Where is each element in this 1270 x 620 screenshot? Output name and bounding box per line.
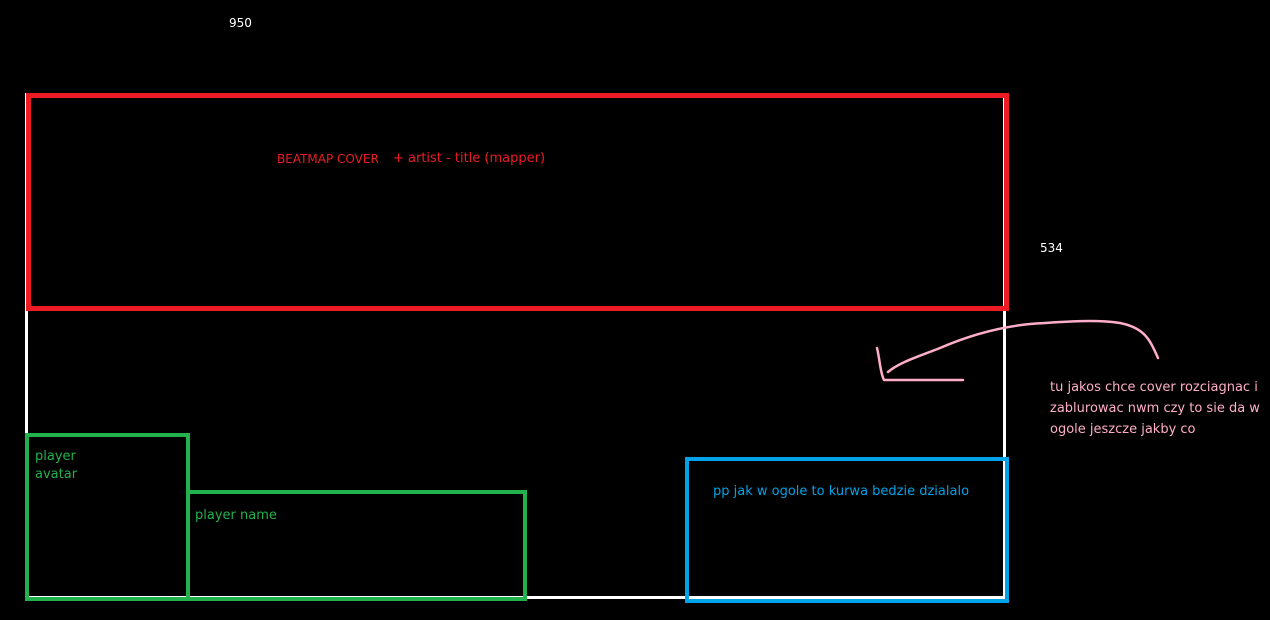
pp-label: pp jak w ogole to kurwa bedzie dzialalo xyxy=(713,484,970,499)
player-avatar-label: player avatar xyxy=(35,449,78,482)
player-name-region xyxy=(186,490,527,601)
beatmap-info-label: + artist - title (mapper) xyxy=(393,151,546,166)
player-name-label: player name xyxy=(195,508,277,523)
arrow-scribble-icon xyxy=(875,319,1160,382)
beatmap-cover-region xyxy=(26,93,1009,311)
pp-region xyxy=(685,457,1009,603)
width-dimension-label: 950 xyxy=(229,16,252,30)
beatmap-cover-label: BEATMAP COVER xyxy=(277,152,379,166)
design-note: tu jakos chce cover rozciagnac i zabluro… xyxy=(1050,380,1260,437)
height-dimension-label: 534 xyxy=(1040,241,1063,255)
